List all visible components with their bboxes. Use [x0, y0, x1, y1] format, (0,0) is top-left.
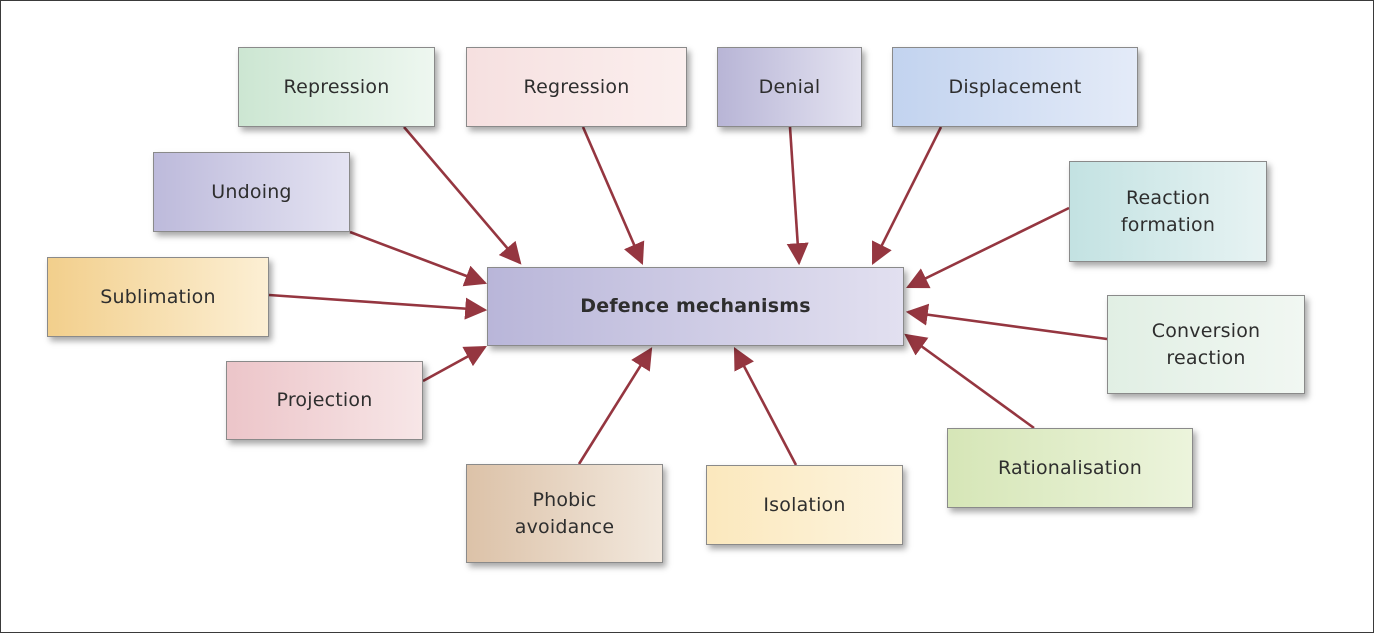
node-denial: Denial: [717, 47, 862, 127]
node-label: Undoing: [211, 180, 292, 203]
node-displacement: Displacement: [892, 47, 1138, 127]
arrow-displacement: [871, 126, 943, 265]
node-label: Phobic avoidance: [514, 488, 615, 538]
node-label: Regression: [523, 75, 630, 98]
node-label: Reaction formation: [1120, 186, 1216, 236]
node-phobic-avoidance: Phobic avoidance: [466, 464, 663, 563]
arrow-regression: [581, 126, 645, 266]
node-label: Displacement: [948, 75, 1082, 98]
node-sublimation: Sublimation: [47, 257, 269, 337]
node-label: Isolation: [763, 493, 846, 516]
node-conversion-reaction: Conversion reaction: [1107, 295, 1305, 394]
center-node-label: Defence mechanisms: [580, 295, 811, 317]
node-rationalisation: Rationalisation: [947, 428, 1193, 508]
arrow-repression: [403, 126, 522, 265]
node-regression: Regression: [466, 47, 687, 127]
arrow-projection: [422, 345, 487, 383]
node-label: Conversion reaction: [1151, 319, 1261, 369]
arrow-denial: [786, 126, 809, 266]
node-label: Repression: [283, 75, 390, 98]
node-label: Rationalisation: [998, 456, 1142, 479]
center-node-defence-mechanisms: Defence mechanisms: [487, 267, 904, 346]
node-label: Sublimation: [100, 285, 216, 308]
arrow-undoing: [349, 230, 488, 287]
node-repression: Repression: [238, 47, 435, 127]
node-isolation: Isolation: [706, 465, 903, 545]
arrow-rationalisation: [904, 333, 1035, 430]
arrow-reaction-formation: [906, 206, 1070, 289]
node-label: Denial: [758, 75, 821, 98]
node-undoing: Undoing: [153, 152, 350, 232]
arrow-isolation: [733, 347, 798, 466]
arrow-phobic-avoidance: [577, 347, 653, 465]
node-label: Projection: [276, 389, 373, 411]
node-projection: Projection: [226, 361, 423, 440]
node-reaction-formation: Reaction formation: [1069, 161, 1267, 262]
arrow-sublimation: [268, 293, 488, 320]
arrow-conversion-reaction: [905, 303, 1108, 341]
